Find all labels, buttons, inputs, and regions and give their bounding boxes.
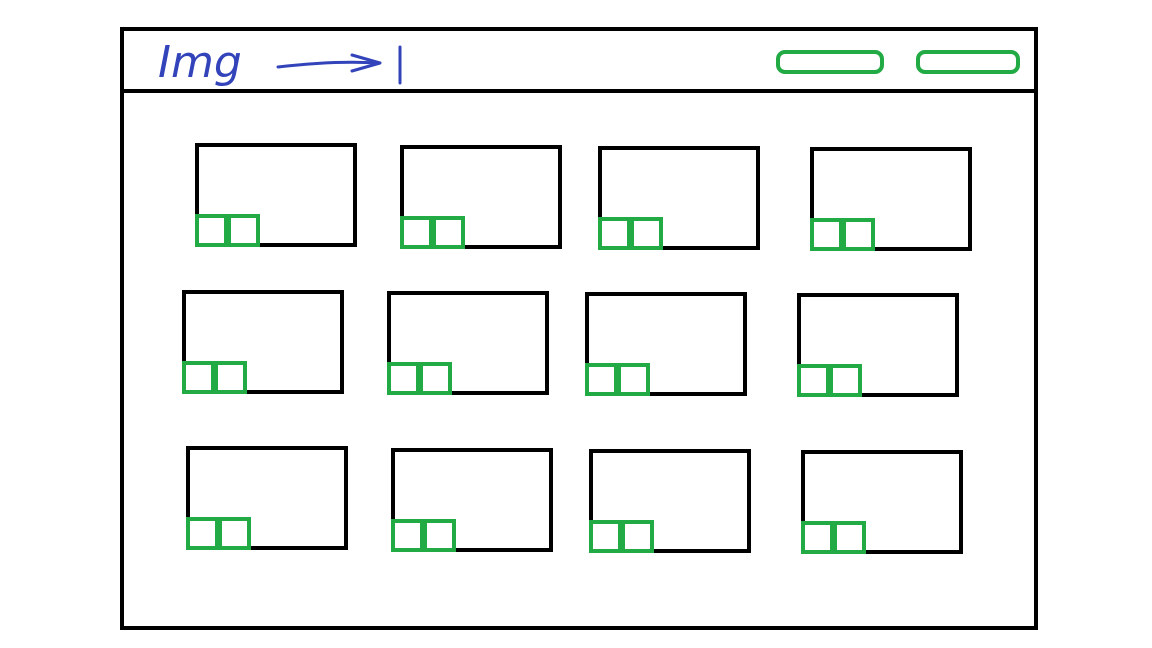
image-card[interactable]	[182, 290, 344, 394]
arrow-icon	[276, 60, 380, 69]
card-actions	[598, 217, 663, 250]
card-action-button-1[interactable]	[391, 519, 424, 552]
header-button-1[interactable]	[776, 50, 884, 74]
card-action-button-2[interactable]	[621, 520, 654, 553]
header-divider	[124, 89, 1038, 93]
card-actions	[186, 517, 251, 550]
card-action-button-1[interactable]	[797, 364, 830, 397]
image-card[interactable]	[400, 145, 562, 249]
image-card[interactable]	[186, 446, 348, 550]
card-action-button-1[interactable]	[400, 216, 433, 249]
card-action-button-1[interactable]	[387, 362, 420, 395]
image-card[interactable]	[585, 292, 747, 396]
image-card[interactable]	[391, 448, 553, 552]
card-actions	[801, 521, 866, 554]
card-action-button-1[interactable]	[195, 214, 228, 247]
card-actions	[585, 363, 650, 396]
card-action-button-2[interactable]	[842, 218, 875, 251]
header-button-2[interactable]	[916, 50, 1020, 74]
card-action-button-2[interactable]	[833, 521, 866, 554]
card-actions	[797, 364, 862, 397]
card-action-button-1[interactable]	[589, 520, 622, 553]
card-actions	[182, 361, 247, 394]
image-card[interactable]	[589, 449, 751, 553]
card-actions	[400, 216, 465, 249]
image-card[interactable]	[195, 143, 357, 247]
image-card[interactable]	[797, 293, 959, 397]
browser-window-frame: Img	[120, 27, 1038, 630]
card-action-button-1[interactable]	[585, 363, 618, 396]
card-action-button-2[interactable]	[227, 214, 260, 247]
card-actions	[589, 520, 654, 553]
card-action-button-1[interactable]	[801, 521, 834, 554]
card-action-button-2[interactable]	[419, 362, 452, 395]
card-actions	[810, 218, 875, 251]
logo-sketch: Img	[158, 37, 402, 88]
card-action-button-2[interactable]	[423, 519, 456, 552]
card-actions	[391, 519, 456, 552]
card-action-button-1[interactable]	[182, 361, 215, 394]
card-action-button-1[interactable]	[810, 218, 843, 251]
image-card[interactable]	[387, 291, 549, 395]
image-card[interactable]	[810, 147, 972, 251]
arrow-head-icon	[350, 53, 382, 73]
card-action-button-2[interactable]	[630, 217, 663, 250]
card-action-button-1[interactable]	[186, 517, 219, 550]
card-action-button-1[interactable]	[598, 217, 631, 250]
image-card[interactable]	[801, 450, 963, 554]
image-card[interactable]	[598, 146, 760, 250]
card-action-button-2[interactable]	[214, 361, 247, 394]
logo: Img	[152, 37, 412, 89]
card-action-button-2[interactable]	[432, 216, 465, 249]
card-action-button-2[interactable]	[829, 364, 862, 397]
card-actions	[195, 214, 260, 247]
card-action-button-2[interactable]	[617, 363, 650, 396]
card-actions	[387, 362, 452, 395]
card-action-button-2[interactable]	[218, 517, 251, 550]
logo-text: Img	[158, 37, 242, 88]
